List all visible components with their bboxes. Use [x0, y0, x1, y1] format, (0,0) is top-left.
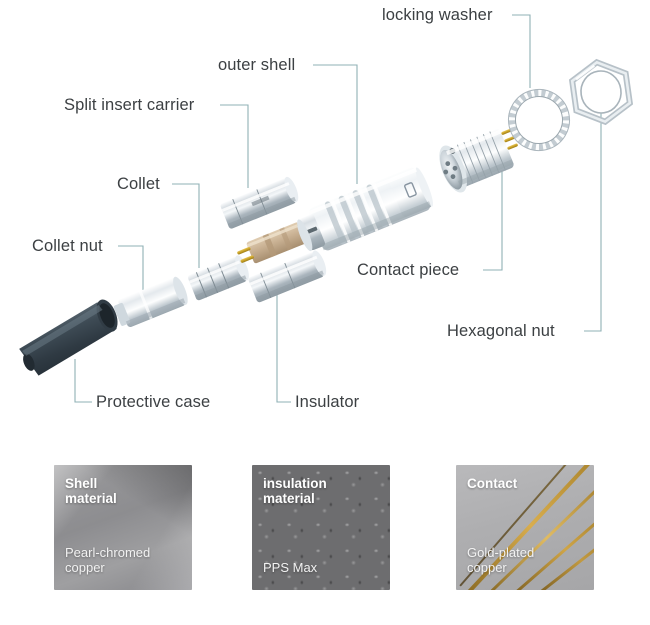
connector-parts — [19, 58, 634, 376]
part-locking-washer — [508, 88, 570, 151]
callout-protective-case: Protective case — [96, 393, 211, 411]
contact-material-texture — [456, 465, 594, 590]
part-protective-case — [19, 299, 118, 376]
insulation-material-texture — [252, 465, 390, 590]
part-hexagonal-nut — [568, 58, 634, 126]
callout-split-insert-carrier: Split insert carrier — [64, 96, 195, 114]
callout-insulator: Insulator — [295, 393, 360, 411]
insulation-material-value: PPS Max — [263, 560, 318, 576]
part-collet-nut — [113, 276, 188, 328]
callout-contact-piece: Contact piece — [357, 261, 460, 279]
part-collet — [188, 255, 249, 301]
material-card-shell-material: Shell material Pearl-chromed copper — [54, 465, 192, 590]
contact-material-value: Gold-plated copper — [467, 545, 535, 576]
shell-material-value: Pearl-chromed copper — [65, 545, 151, 576]
contact-material-title: Contact — [467, 476, 518, 491]
part-split-insert-carrier-upper — [220, 176, 299, 229]
callout-collet: Collet — [117, 175, 160, 193]
part-split-insert-carrier-lower — [248, 250, 327, 303]
material-card-insulation-material: insulation material PPS Max — [252, 465, 390, 590]
part-outer-shell — [297, 167, 434, 252]
shell-material-title: Shell material — [65, 476, 117, 507]
callout-locking-washer: locking washer — [382, 6, 493, 24]
material-cards-row: Shell material Pearl-chromed copper insu… — [0, 440, 650, 625]
material-card-contact-material: Contact Gold-plated copper — [456, 465, 594, 590]
callout-hexagonal-nut: Hexagonal nut — [447, 322, 555, 340]
exploded-view-diagram: locking washer outer shell Split insert … — [19, 6, 634, 411]
insulation-material-title: insulation material — [263, 476, 327, 507]
callout-outer-shell: outer shell — [218, 56, 296, 74]
shell-material-texture — [54, 465, 192, 590]
callout-collet-nut: Collet nut — [32, 237, 103, 255]
part-contact-piece — [439, 128, 518, 193]
